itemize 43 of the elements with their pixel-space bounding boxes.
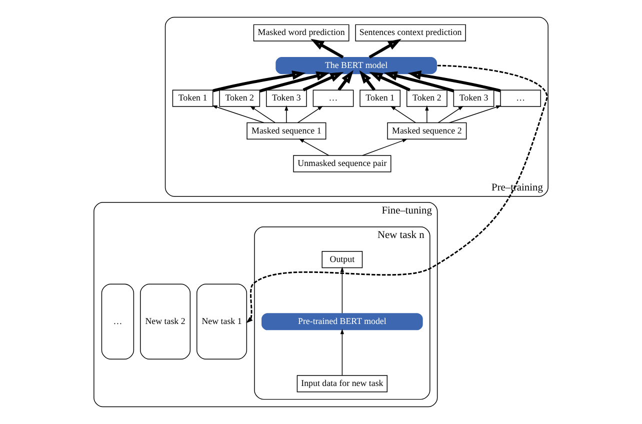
node-box: Token 2 xyxy=(406,90,448,107)
arrow xyxy=(212,105,264,124)
node-box: Token 1 xyxy=(172,90,214,107)
node-box: Token 3 xyxy=(453,90,494,107)
node-box: Output xyxy=(322,251,363,268)
node-box: New task 1 xyxy=(196,284,248,360)
node-box: Token 3 xyxy=(266,90,307,107)
node-box: Masked word prediction xyxy=(253,24,350,42)
arrow xyxy=(425,105,429,124)
arrow xyxy=(384,71,454,92)
arrow xyxy=(284,105,288,124)
arrow xyxy=(340,266,344,314)
node-box: The BERT model xyxy=(276,57,437,74)
node-box: Masked sequence 1 xyxy=(246,122,326,140)
arrow xyxy=(448,105,502,124)
arrow xyxy=(259,71,330,93)
node-box: Sentences context prediction xyxy=(355,24,466,42)
arrow xyxy=(359,70,376,91)
arrow xyxy=(368,38,402,59)
arrow xyxy=(298,138,330,156)
node-box: Pre-trained BERT model xyxy=(262,313,423,330)
arrow xyxy=(438,106,464,124)
arrow xyxy=(212,70,306,92)
node-box: … xyxy=(101,284,134,360)
arrow xyxy=(362,138,408,156)
node-box: Input data for new task xyxy=(296,375,388,392)
arrow xyxy=(250,106,276,124)
arrow xyxy=(297,106,323,124)
node-box: … xyxy=(312,90,354,107)
arrow xyxy=(302,72,344,92)
node-box: New task 2 xyxy=(140,284,191,360)
arrow xyxy=(246,64,548,324)
arrow xyxy=(340,328,344,376)
arrow xyxy=(390,106,416,124)
node-box: Token 1 xyxy=(360,90,401,107)
arrow xyxy=(408,70,501,92)
node-box: Token 2 xyxy=(219,90,260,107)
node-box: Masked sequence 2 xyxy=(387,122,467,140)
arrow xyxy=(310,38,344,59)
node-box: Unmasked sequence pair xyxy=(293,155,392,172)
arrow xyxy=(369,72,410,92)
node-box: … xyxy=(500,90,542,107)
arrow xyxy=(338,70,354,91)
